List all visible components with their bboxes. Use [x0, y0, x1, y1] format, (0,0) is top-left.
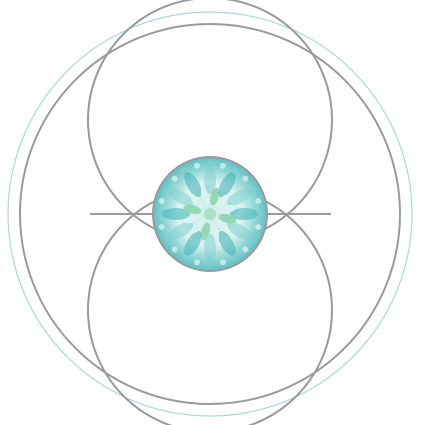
- iris-rim-dot: [207, 161, 213, 167]
- iris-rim-dot: [232, 168, 238, 174]
- iris-rim-dot: [250, 236, 256, 242]
- iris-rim-dot: [220, 259, 226, 265]
- iris-rim-dot: [207, 261, 213, 267]
- iris-rim-dot: [232, 254, 238, 260]
- iris-rim-dot: [255, 224, 261, 230]
- iris-rim-dot: [255, 198, 261, 204]
- iris-rim-dot: [242, 176, 248, 182]
- iris-rim-dot: [257, 211, 263, 217]
- iris-rim-dot: [172, 176, 178, 182]
- iris-rim-dot: [159, 198, 165, 204]
- iris-rim-dot: [182, 168, 188, 174]
- iris-rim-dot: [182, 254, 188, 260]
- iris-rim-dot: [159, 224, 165, 230]
- iris-rim-dot: [194, 163, 200, 169]
- iris-rim-dot: [164, 186, 170, 192]
- iris-rim-dot: [194, 259, 200, 265]
- iris-core: [204, 208, 216, 220]
- iris-rim-dot: [164, 236, 170, 242]
- iris-rim-dot: [172, 246, 178, 252]
- iris-rim-dot: [157, 211, 163, 217]
- iris-rim-dot: [220, 163, 226, 169]
- iris-rim-dot: [242, 246, 248, 252]
- iris-rim-dot: [250, 186, 256, 192]
